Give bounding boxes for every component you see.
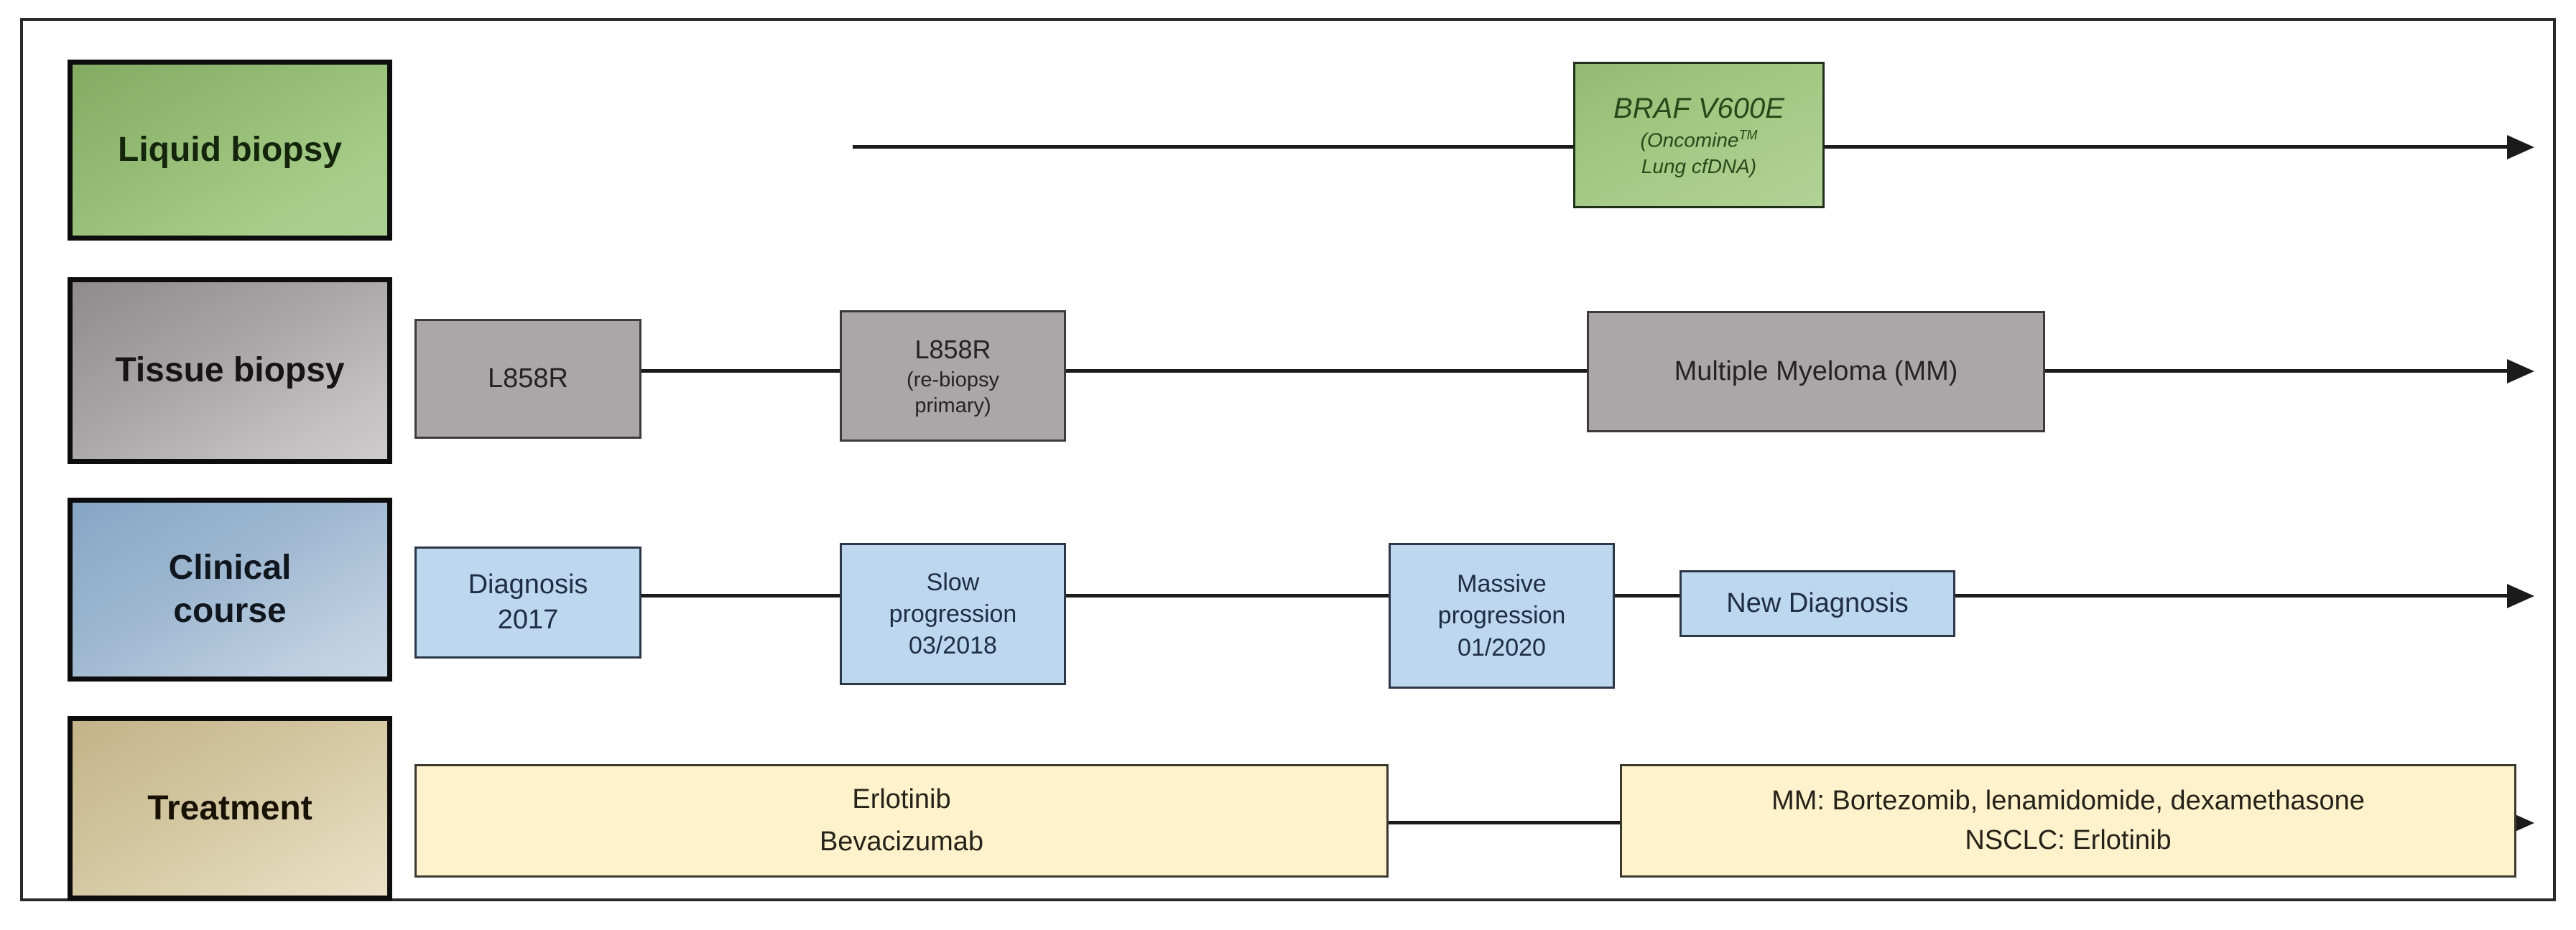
tissue-biopsy-timeline xyxy=(639,369,2510,373)
assay-name: (Oncomine xyxy=(1640,129,1739,152)
event-line-3: 01/2020 xyxy=(1458,633,1546,661)
row-label-liquid-biopsy: Liquid biopsy xyxy=(68,60,392,241)
event-line-1: MM: Bortezomib, lenamidomide, dexamethas… xyxy=(1771,785,2365,816)
tissue-biopsy-arrow-right-icon xyxy=(2507,359,2534,383)
event-braf-v600e: BRAF V600E (OncomineTM Lung cfDNA) xyxy=(1573,62,1825,208)
row-label-text: Clinical course xyxy=(168,549,292,630)
event-multiple-myeloma: Multiple Myeloma (MM) xyxy=(1587,311,2045,432)
event-subtitle: (OncomineTM Lung cfDNA) xyxy=(1641,127,1758,180)
event-line-1: Erlotinib xyxy=(852,784,951,815)
event-line-2: progression xyxy=(889,600,1017,628)
row-label-tissue-biopsy: Tissue biopsy xyxy=(68,277,392,464)
clinical-course-arrow-right-icon xyxy=(2507,584,2534,608)
event-line-1: Slow xyxy=(926,568,980,596)
event-title: L858R xyxy=(914,334,991,364)
event-line-3: 03/2018 xyxy=(909,632,997,660)
event-new-diagnosis: New Diagnosis xyxy=(1680,570,1955,637)
row-label-text: Treatment xyxy=(147,789,312,827)
row-label-text: Liquid biopsy xyxy=(118,131,342,169)
row-label-clinical-course: Clinical course xyxy=(68,498,392,682)
event-erlotinib-bevacizumab: Erlotinib Bevacizumab xyxy=(414,764,1389,878)
event-line-2: progression xyxy=(1437,602,1566,630)
event-title: L858R xyxy=(488,363,568,394)
event-l858r-rebiopsy: L858R (re-biopsy primary) xyxy=(840,310,1066,442)
event-subtitle: (re-biopsy primary) xyxy=(907,367,999,419)
row-label-text: Tissue biopsy xyxy=(115,351,345,389)
event-slow-progression: Slow progression 03/2018 xyxy=(840,543,1066,685)
row-label-treatment: Treatment xyxy=(68,716,392,901)
subtitle-line-2: primary) xyxy=(914,394,991,417)
event-mm-nsclc-treatment: MM: Bortezomib, lenamidomide, dexamethas… xyxy=(1620,764,2516,878)
figure-frame: Liquid biopsy Tissue biopsy Clinical cou… xyxy=(20,18,2556,901)
event-line-2: Bevacizumab xyxy=(819,827,984,857)
event-l858r: L858R xyxy=(414,319,641,439)
liquid-biopsy-arrow-right-icon xyxy=(2507,135,2534,159)
event-line-1: New Diagnosis xyxy=(1726,587,1909,618)
assay-line-2: Lung cfDNA) xyxy=(1641,155,1757,178)
subtitle-line-1: (re-biopsy xyxy=(907,368,999,391)
event-title: Multiple Myeloma (MM) xyxy=(1674,355,1958,386)
gene-name: BRAF xyxy=(1613,93,1690,125)
event-massive-progression: Massive progression 01/2020 xyxy=(1389,543,1615,689)
event-line-2: 2017 xyxy=(497,605,559,635)
event-line-2: NSCLC: Erlotinib xyxy=(1965,825,2172,855)
variant-name: V600E xyxy=(1697,93,1784,125)
event-line-1: Diagnosis xyxy=(468,569,588,600)
event-title: BRAF V600E xyxy=(1613,90,1784,127)
event-diagnosis-2017: Diagnosis 2017 xyxy=(414,547,641,659)
event-line-1: Massive xyxy=(1457,570,1547,598)
trademark-mark: TM xyxy=(1738,128,1758,143)
assay-line-1: (OncomineTM xyxy=(1641,127,1758,154)
